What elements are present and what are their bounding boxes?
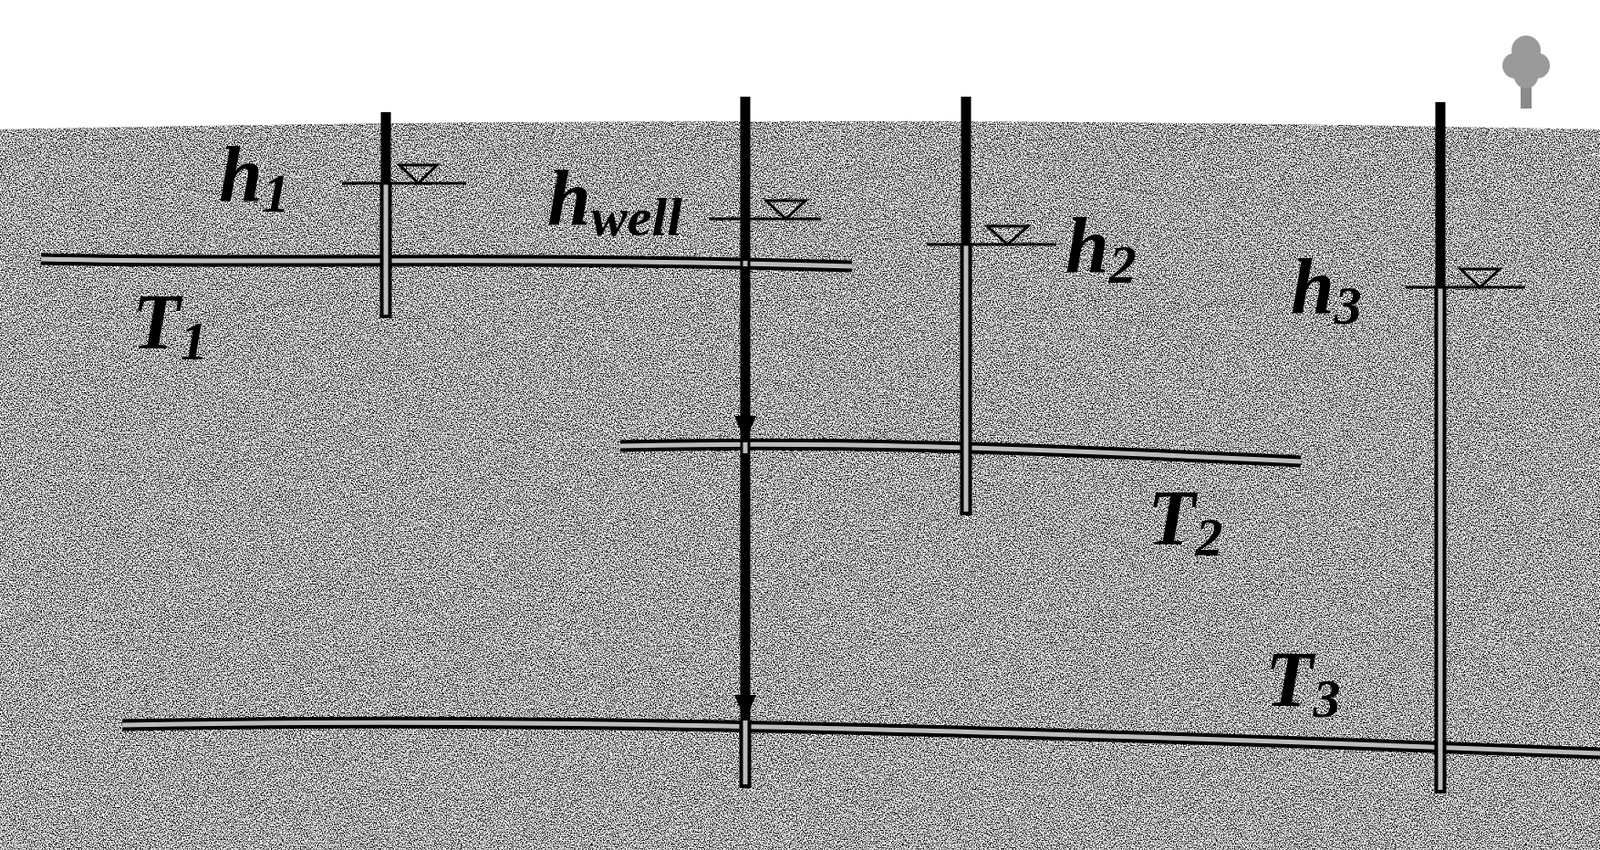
piezometer bbox=[385, 112, 387, 319]
well-casing bbox=[734, 96, 757, 789]
label-anchor: T1 bbox=[132, 282, 208, 362]
transmissivity-label: T3 bbox=[1265, 640, 1341, 719]
label-anchor: h2 bbox=[1065, 206, 1137, 285]
label-anchor: T2 bbox=[1147, 478, 1224, 558]
transmissivity-label: T2 bbox=[1147, 478, 1224, 558]
label-anchor: h1 bbox=[218, 135, 291, 214]
label-anchor: hwell bbox=[547, 158, 683, 238]
head-label: h2 bbox=[1065, 206, 1137, 285]
head-label: h3 bbox=[1290, 247, 1362, 326]
piezometer bbox=[1440, 102, 1442, 794]
label-anchor: h3 bbox=[1290, 247, 1362, 326]
transmissivity-label: T1 bbox=[132, 282, 208, 362]
head-label: hwell bbox=[547, 158, 683, 238]
head-label: h1 bbox=[218, 135, 291, 214]
piezometer bbox=[966, 96, 967, 516]
tree-icon bbox=[1502, 35, 1550, 109]
label-anchor: T3 bbox=[1265, 640, 1341, 719]
water-level-symbols bbox=[342, 165, 1526, 288]
aquifer-layers bbox=[41, 259, 1600, 754]
